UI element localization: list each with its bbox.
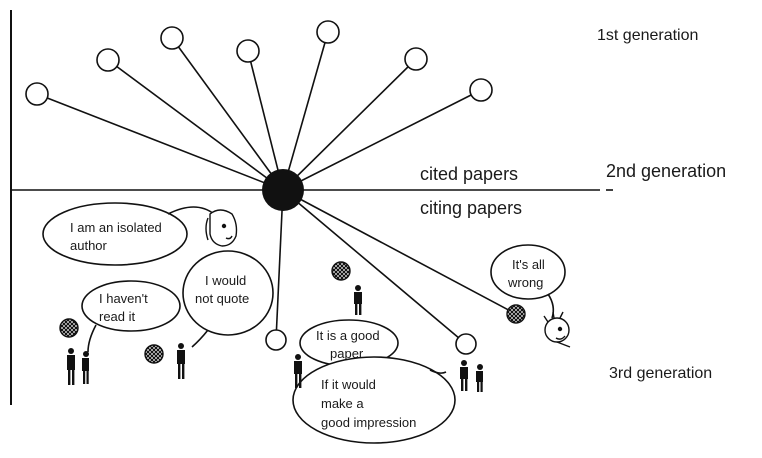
bubble-text: wrong <box>507 275 543 290</box>
person-icon <box>476 364 483 392</box>
bubble-text: I am an isolated <box>70 220 162 235</box>
speech-bubble-isolated-author: I am an isolated author <box>42 202 215 266</box>
first-generation-nodes <box>25 20 493 106</box>
spoke-cited-2 <box>107 59 284 191</box>
citing-paper-node <box>265 329 287 351</box>
cited-paper-node <box>404 47 428 71</box>
face-all-wrong <box>543 311 571 348</box>
spoke-cited-6 <box>282 58 417 191</box>
label-second-generation: 2nd generation <box>606 161 726 181</box>
person-icon <box>177 343 185 379</box>
hatched-paper-node <box>506 304 526 324</box>
bubble-text: It's all <box>512 257 545 272</box>
bubble-text: good impression <box>321 415 416 430</box>
hatched-nodes <box>59 261 526 364</box>
speech-bubble-havent-read: I haven't read it <box>81 280 181 353</box>
spoke-cited-7 <box>282 89 482 191</box>
spoke-cited-5 <box>282 31 329 191</box>
people-figures <box>67 285 483 392</box>
hatched-paper-node <box>59 318 79 338</box>
speech-bubble-good-impression: If it would make a good impression <box>292 356 456 444</box>
label-first-generation: 1st generation <box>597 27 698 44</box>
cited-paper-node <box>96 48 120 72</box>
spoke-cited-3 <box>171 37 284 191</box>
citing-spokes <box>275 189 517 345</box>
cited-paper-node <box>469 78 493 102</box>
bubble-text: make a <box>321 396 364 411</box>
bubble-text: If it would <box>321 377 376 392</box>
hatched-paper-node <box>331 261 351 281</box>
spoke-citing-2 <box>282 189 467 345</box>
label-citing-papers: citing papers <box>420 198 522 218</box>
cited-paper-node <box>236 39 260 63</box>
cited-spokes <box>36 31 482 191</box>
person-icon <box>460 360 468 391</box>
cited-paper-node <box>25 82 49 106</box>
person-icon <box>67 348 75 385</box>
spoke-citing-3 <box>282 189 517 315</box>
spoke-citing-1 <box>275 189 284 341</box>
speech-bubble-would-not-quote: I would not quote <box>182 250 274 348</box>
bubble-text: not quote <box>195 291 249 306</box>
bubble-text: I haven't <box>99 291 148 306</box>
bubble-text: author <box>70 238 108 253</box>
bubble-text: read it <box>99 309 136 324</box>
spoke-cited-4 <box>247 50 284 191</box>
citing-paper-node <box>455 333 477 355</box>
face-isolated-author <box>205 209 238 247</box>
person-icon <box>294 354 302 388</box>
bubble-text: I would <box>205 273 246 288</box>
spoke-cited-1 <box>36 93 284 191</box>
label-third-generation: 3rd generation <box>609 365 712 382</box>
central-paper-node <box>262 169 304 211</box>
person-icon <box>354 285 362 315</box>
cited-paper-node <box>316 20 340 44</box>
label-cited-papers: cited papers <box>420 164 518 184</box>
bubble-text: It is a good <box>316 328 380 343</box>
hatched-paper-node <box>144 344 164 364</box>
speech-bubble-all-wrong: It's all wrong <box>490 244 566 319</box>
person-icon <box>82 351 89 384</box>
cited-paper-node <box>160 26 184 50</box>
